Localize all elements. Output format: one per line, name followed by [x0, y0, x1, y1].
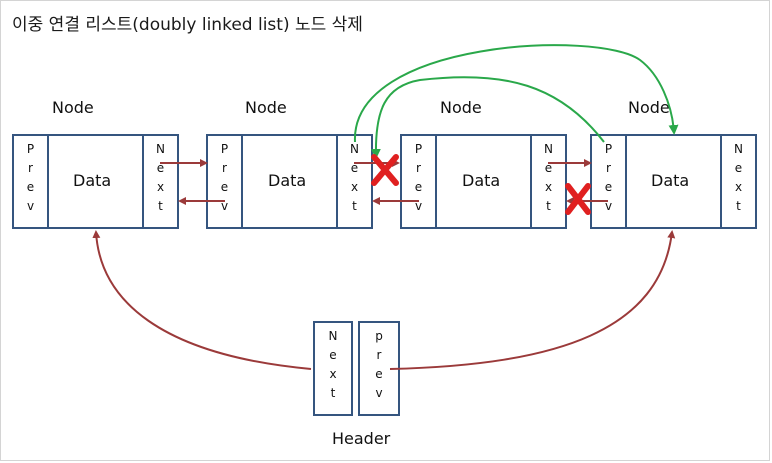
node-1-next-field — [142, 134, 179, 229]
node-3-data-label: Data — [462, 171, 501, 190]
node-1-label: Node — [52, 98, 94, 117]
new-link-node-2-next-to-node-4 — [353, 44, 679, 143]
node-4-data-label: Data — [651, 171, 690, 190]
diagram-title: 이중 연결 리스트(doubly linked list) 노드 삭제 — [12, 15, 363, 35]
header-next-field — [313, 321, 353, 416]
node-2-next-field — [336, 134, 373, 229]
link-header-next-to-node-1 — [92, 230, 312, 370]
deleted-link-mark-1 — [371, 154, 399, 186]
node-4-prev-field — [590, 134, 627, 229]
node-3-next-field — [530, 134, 567, 229]
node-2-data-label: Data — [268, 171, 307, 190]
node-2-label: Node — [245, 98, 287, 117]
node-4-label: Node — [628, 98, 670, 117]
node-3-label: Node — [440, 98, 482, 117]
new-link-node-4-prev-to-node-2 — [370, 76, 605, 159]
node-4-next-field — [720, 134, 757, 229]
deleted-link-mark-2 — [565, 183, 591, 215]
node-1-prev-field — [12, 134, 49, 229]
header-label: Header — [332, 429, 391, 448]
node-2-prev-field — [206, 134, 243, 229]
node-3-prev-field — [400, 134, 437, 229]
link-header-prev-to-node-4 — [389, 230, 676, 370]
node-1-data-label: Data — [73, 171, 112, 190]
